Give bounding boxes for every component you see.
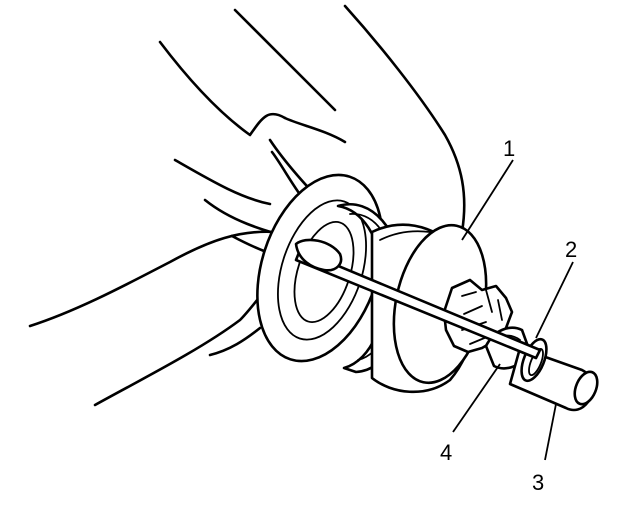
callout-2: 2 [565,237,577,262]
callout-labels: 1 2 3 4 [440,136,577,495]
drive-housing [256,173,488,394]
callout-4: 4 [440,440,452,465]
leader-3 [544,403,557,461]
leader-1 [461,159,514,241]
screwdriver [294,238,542,360]
leader-lines [452,159,574,461]
callout-1: 1 [503,136,515,161]
leader-2 [535,261,574,339]
callout-3: 3 [532,470,544,495]
leader-4 [452,363,501,433]
